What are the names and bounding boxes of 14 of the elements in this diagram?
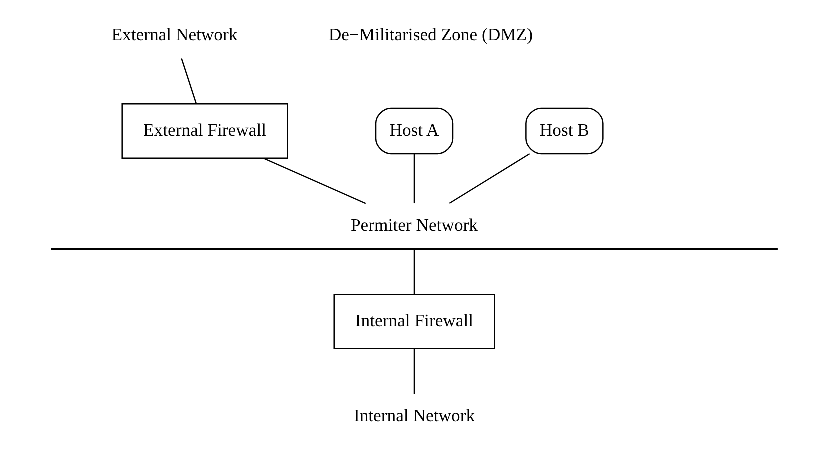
node-text: External Network xyxy=(111,24,238,45)
node-text: Internal Network xyxy=(353,406,475,426)
node-box: Internal Firewall xyxy=(333,294,495,350)
connector xyxy=(413,154,415,204)
node-box: External Firewall xyxy=(121,103,288,159)
node-box: Host A xyxy=(374,108,454,155)
node-box: Host B xyxy=(525,108,604,155)
connector xyxy=(413,349,415,394)
connector xyxy=(180,58,197,104)
connector xyxy=(413,249,415,294)
label: De−Militarised Zone (DMZ) xyxy=(328,24,532,45)
node-text: Permiter Network xyxy=(350,215,478,236)
connector xyxy=(448,153,530,204)
connector xyxy=(263,158,366,204)
